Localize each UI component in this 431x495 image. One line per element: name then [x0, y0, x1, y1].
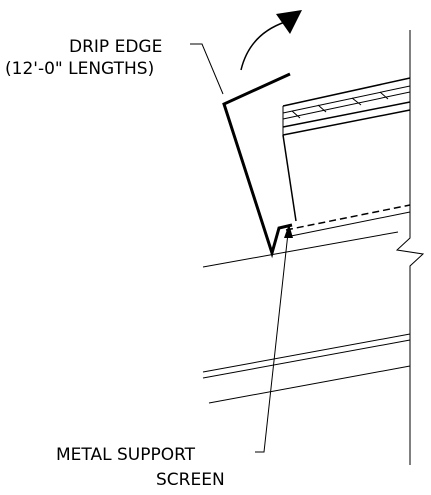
curved-arrow-icon: [240, 10, 302, 71]
wall-break-line: [395, 30, 425, 465]
drip-edge-leader: [190, 43, 224, 95]
drip-edge-profile: [222, 72, 293, 259]
drip-edge-label-line1: DRIP EDGE: [69, 37, 162, 57]
metal-support-screen: [285, 204, 411, 238]
screen-leader: [255, 224, 293, 453]
fascia-block: [282, 134, 297, 222]
screen-label-line1: METAL SUPPORT: [56, 445, 196, 465]
drip-edge-label-line2: (12'-0" LENGTHS): [5, 59, 154, 79]
screen-label-line2: SCREEN: [156, 470, 225, 490]
siding-lines: [202, 231, 411, 404]
roof-layers: [282, 77, 411, 136]
